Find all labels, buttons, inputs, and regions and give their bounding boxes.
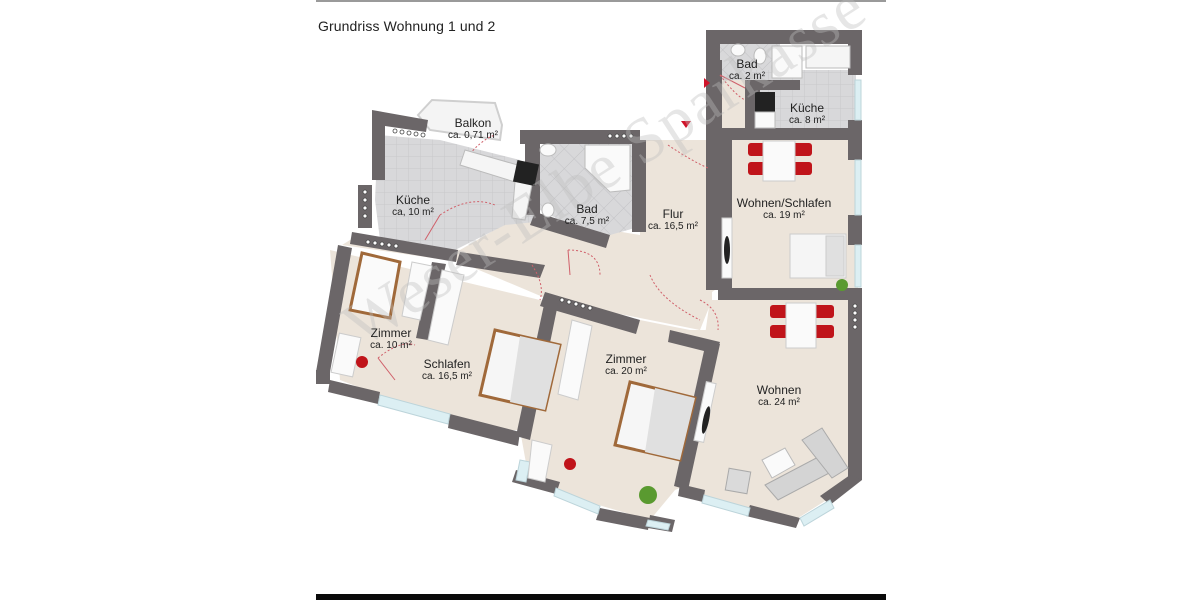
radiators (362, 128, 858, 330)
room-label-wohnen-schlafen: Wohnen/Schlafen ca. 19 m² (737, 196, 832, 222)
document-title: Grundriss Wohnung 1 und 2 (318, 18, 496, 34)
room-label-balkon: Balkon ca. 0,71 m² (448, 116, 498, 142)
room-name: Bad (576, 202, 598, 216)
entrance-marker-icon (681, 121, 691, 128)
room-area: ca. 10 m² (370, 340, 412, 351)
room-area: ca. 19 m² (763, 210, 805, 221)
room-label-schlafen: Schlafen ca. 16,5 m² (422, 357, 472, 383)
room-name: Wohnen (756, 383, 802, 397)
room-label-flur: Flur ca. 16,5 m² (648, 207, 698, 233)
room-label-zimmer-1: Zimmer ca. 10 m² (370, 326, 412, 352)
room-area: ca. 7,5 m² (564, 216, 610, 227)
room-name: Flur (662, 207, 684, 221)
room-name: Zimmer (605, 352, 647, 366)
room-label-wohnen: Wohnen ca. 24 m² (757, 383, 801, 409)
room-name: Balkon (454, 116, 492, 130)
room-name: Küche (789, 101, 825, 115)
room-area: ca. 24 m² (758, 397, 800, 408)
room-area: ca. 16,5 m² (647, 221, 699, 232)
room-label-zimmer-2: Zimmer ca. 20 m² (605, 352, 647, 378)
room-name: Bad (736, 57, 758, 71)
room-area: ca. 16,5 m² (421, 371, 473, 382)
room-label-kueche-1: Küche ca, 10 m² (392, 193, 434, 219)
room-area: ca. 0,71 m² (447, 130, 499, 141)
furniture (330, 43, 851, 504)
bottom-bar (316, 594, 886, 600)
room-name: Wohnen/Schlafen (736, 196, 832, 210)
windows (377, 79, 862, 531)
room-name: Zimmer (370, 326, 412, 340)
room-name: Schlafen (423, 357, 471, 371)
room-area: ca. 2 m² (728, 71, 766, 82)
room-area: ca, 10 m² (392, 207, 434, 218)
room-name: Küche (395, 193, 431, 207)
top-divider (316, 0, 886, 2)
room-label-bad-1: Bad ca. 7,5 m² (565, 202, 609, 228)
balcony (416, 98, 504, 142)
entrance-marker-icon-2 (704, 78, 710, 88)
room-label-bad-2: Bad ca. 2 m² (729, 57, 765, 83)
room-label-kueche-2: Küche ca. 8 m² (789, 101, 825, 127)
room-area: ca. 8 m² (788, 115, 826, 126)
door-swings (377, 74, 746, 381)
room-area: ca. 20 m² (605, 366, 647, 377)
